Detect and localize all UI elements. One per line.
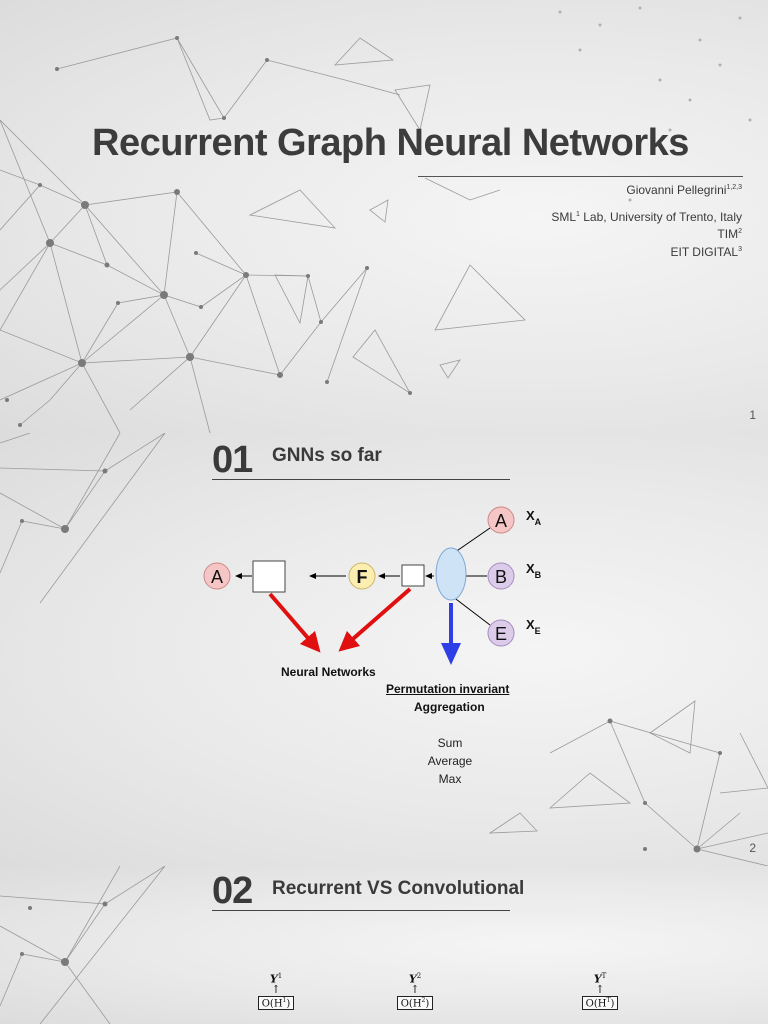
node-e: E (487, 619, 515, 647)
slide-number: 2 (749, 841, 756, 855)
affiliation-1-text: Lab, University of Trento, Italy (579, 210, 742, 224)
output-function-box-t: O(HT) (581, 995, 619, 1010)
section-title: Recurrent VS Convolutional (272, 878, 525, 899)
aggregation-node (435, 547, 467, 601)
node-a-output-label: A (211, 567, 223, 587)
red-arrow-left (268, 592, 321, 653)
slide-title: Recurrent Graph Neural Networks (92, 122, 689, 164)
node-a-input-label: A (495, 511, 507, 531)
author-line: Giovanni Pellegrini1,2,3 (626, 183, 742, 197)
affiliation-3-mark: 3 (738, 246, 742, 253)
affiliation-1-prefix: SML (551, 210, 577, 224)
output-function-box-1: O(H1) (257, 995, 295, 1010)
section-number: 01 (212, 439, 253, 481)
output-yt: YT (593, 972, 607, 986)
section-number: 02 (212, 870, 253, 912)
title-slide: Recurrent Graph Neural Networks Giovanni… (0, 0, 768, 433)
affiliation-3-text: EIT DIGITAL (670, 245, 739, 259)
permutation-invariant-label: Permutation invariant (386, 682, 510, 696)
output-y2: Y2 (408, 972, 422, 986)
arrow-up-icon: ↑ (271, 982, 281, 996)
affiliation-2-mark: 2 (738, 228, 742, 235)
node-b: B (487, 562, 515, 590)
network-background-graphic (0, 6, 752, 433)
feature-xe-base: X (526, 617, 535, 632)
affiliation-1: SML1 Lab, University of Trento, Italy (551, 210, 742, 224)
affiliation-3: EIT DIGITAL3 (671, 245, 742, 259)
output-equation-2: Y2 ↑ O(H2) (391, 972, 439, 1010)
network-background-graphic (0, 433, 768, 866)
output-y1: Y1 (269, 972, 283, 986)
blue-arrow-head (441, 643, 461, 665)
section-title: GNNs so far (272, 445, 382, 466)
agg-op-sum: Sum (437, 736, 463, 750)
affiliation-2-text: TIM (717, 227, 739, 241)
feature-xa-base: X (526, 508, 535, 523)
feature-label-xe: XE (526, 617, 541, 636)
agg-op-max: Max (438, 772, 462, 786)
node-e-label: E (495, 624, 507, 644)
network-background-graphic (0, 866, 166, 1024)
feature-label-xb: XB (526, 561, 542, 580)
gnn-aggregation-diagram: A F A B E XA XB XE (203, 506, 542, 665)
title-divider (418, 176, 743, 177)
feature-xb-sub: B (535, 570, 542, 580)
feature-label-xa: XA (526, 508, 542, 527)
affiliation-2: TIM2 (717, 227, 742, 241)
node-f-label: F (357, 567, 368, 587)
red-arrow-right (338, 587, 412, 652)
arrow-up-icon: ↑ (410, 982, 420, 996)
neural-networks-label: Neural Networks (281, 665, 376, 679)
output-equation-1: Y1 ↑ O(H1) (252, 972, 300, 1010)
section-divider (212, 479, 510, 480)
feature-xa-sub: A (535, 517, 542, 527)
node-a-input: A (487, 506, 515, 534)
feature-xe-sub: E (535, 626, 541, 636)
recurrent-vs-convolutional-slide: 02 Recurrent VS Convolutional Y1 ↑ O(H1)… (0, 866, 768, 1024)
output-function-box-2: O(H2) (396, 995, 434, 1010)
affiliation-1-mark: 1 (576, 211, 580, 218)
aggregation-label: Aggregation (414, 700, 485, 714)
slide-number: 1 (749, 408, 756, 422)
node-b-label: B (495, 567, 507, 587)
author-affiliation-marks: 1,2,3 (726, 184, 742, 191)
neural-net-box-left (252, 560, 286, 593)
author-name: Giovanni Pellegrini (626, 183, 727, 197)
arrow-up-icon: ↑ (595, 982, 605, 996)
agg-op-average: Average (427, 754, 473, 768)
gnns-so-far-slide: 01 GNNs so far (0, 433, 768, 866)
neural-net-box-right (401, 564, 425, 587)
output-equation-t: YT ↑ O(HT) (576, 972, 624, 1010)
aggregation-operations-list: Sum Average Max (390, 734, 510, 788)
section-divider (212, 910, 510, 911)
node-a-output: A (203, 562, 231, 590)
feature-xb-base: X (526, 561, 535, 576)
node-f: F (348, 562, 376, 590)
